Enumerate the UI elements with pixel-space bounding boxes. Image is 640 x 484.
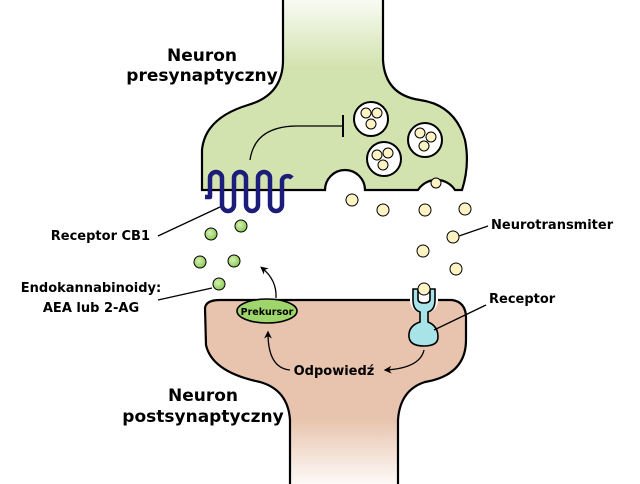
receptor-leader-line xyxy=(433,304,487,331)
postsynaptic-outline xyxy=(203,298,468,484)
inhibition-line xyxy=(249,125,343,161)
cb1-receptor-icon xyxy=(205,169,294,214)
endocannabinoids xyxy=(193,219,248,291)
endocannabinoid-particle xyxy=(204,227,218,241)
neurotransmitter-leader-line xyxy=(458,225,489,237)
neurotransmitter-particle xyxy=(458,202,472,216)
response-to-precursor-arrow xyxy=(264,330,291,371)
neurotransmitter-particle xyxy=(416,244,430,258)
neurotransmitter-particle xyxy=(345,193,359,207)
endocannabinoid-particle xyxy=(212,277,226,291)
postsynaptic-label-line2: postsynaptyczny xyxy=(122,407,283,427)
presynaptic-label-line1: Neuron xyxy=(167,46,237,66)
receptor-cb1-label: Receptor CB1 xyxy=(51,229,150,244)
precursor-label: Prekursor xyxy=(241,307,294,318)
receptor-icon xyxy=(408,282,439,347)
vesicle xyxy=(407,122,443,158)
precursor-to-endocannabinoid-arrow xyxy=(260,266,277,299)
neurotransmitter-particle xyxy=(449,262,463,276)
neurotransmitter-particle xyxy=(376,203,390,217)
vesicle-fusing xyxy=(430,177,442,189)
endocannabinoid-particle xyxy=(193,255,207,269)
presynaptic-label-line2: presynaptyczny xyxy=(126,66,277,86)
endocannabinoids-label-line2: AEA lub 2-AG xyxy=(43,301,139,316)
postsynaptic-body xyxy=(205,300,466,484)
vesicle xyxy=(353,101,389,137)
neurotransmitter-particle xyxy=(446,230,460,244)
cb1-leader-line xyxy=(157,206,221,237)
presynaptic-body xyxy=(202,0,467,190)
precursor: Prekursor xyxy=(236,298,298,324)
postsynaptic-label-line1: Neuron xyxy=(168,386,238,406)
presynaptic-neuron xyxy=(200,0,469,192)
receptor-to-response-arrow xyxy=(383,349,425,374)
endocannabinoids-label-line1: Endokannabinoidy: xyxy=(21,281,161,296)
bound-neurotransmitter xyxy=(417,282,431,296)
presynaptic-outline xyxy=(200,0,469,192)
receptor-label: Receptor xyxy=(489,292,556,307)
response-label: Odpowiedź xyxy=(294,364,375,379)
neurotransmitter-particle xyxy=(418,203,432,217)
neurotransmitters xyxy=(345,193,472,276)
neurotransmitter-label: Neurotransmiter xyxy=(491,218,614,233)
postsynaptic-neuron xyxy=(203,298,468,484)
vesicles xyxy=(353,101,443,189)
endocannabinoid-particle xyxy=(234,219,248,233)
endocannabinoid-particle xyxy=(227,254,241,268)
vesicle xyxy=(366,141,402,177)
endocannabinoid-leader-line xyxy=(157,287,213,301)
